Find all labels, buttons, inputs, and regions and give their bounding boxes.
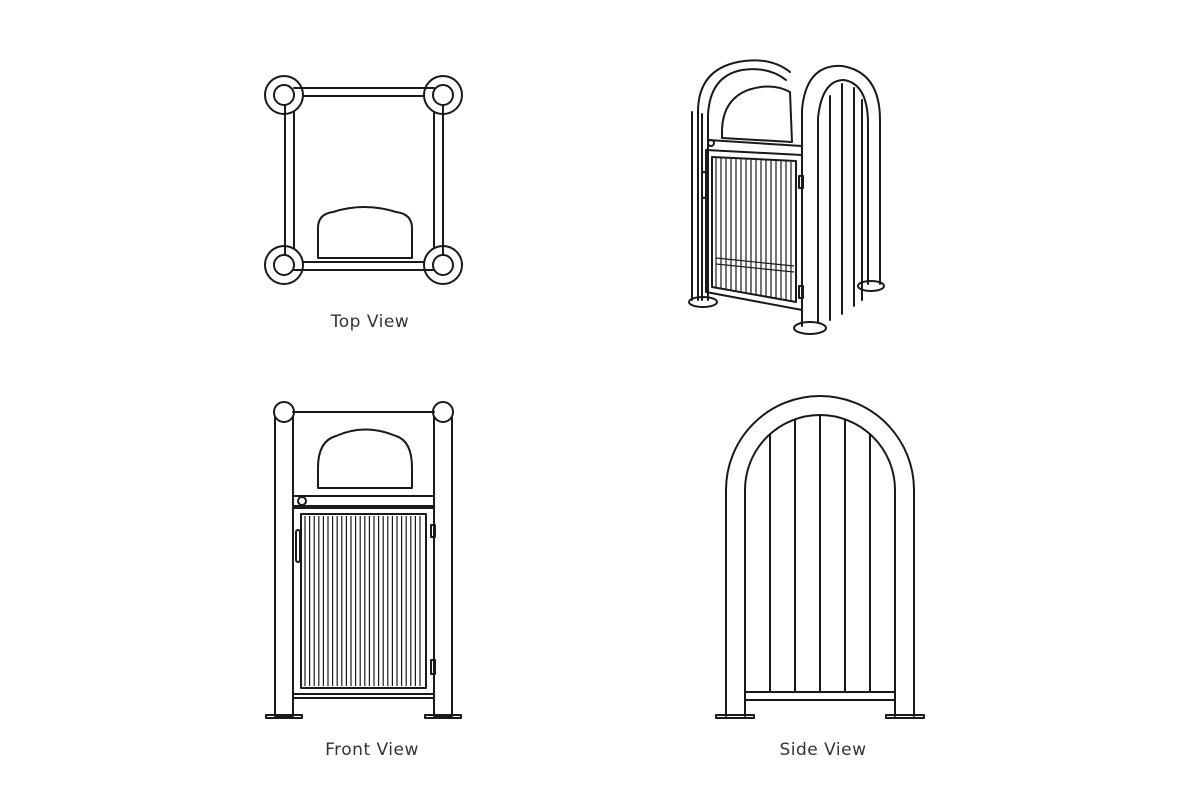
- front-view-door: [292, 507, 435, 695]
- iso-side-bars: [829, 83, 863, 321]
- side-view-foot: [715, 714, 755, 719]
- front-view-door-handle: [295, 529, 301, 563]
- lock-icon: [707, 139, 715, 147]
- front-view-label: Front View: [325, 740, 419, 760]
- top-view-frame: [284, 87, 444, 271]
- front-view-left-post: [274, 411, 294, 717]
- top-view-post: [264, 245, 304, 285]
- side-view-outer-arch: [725, 395, 915, 717]
- iso-foot: [793, 321, 827, 335]
- iso-foot: [857, 280, 885, 292]
- top-view-label: Top View: [330, 312, 410, 332]
- side-view-foot: [885, 714, 925, 719]
- front-view-foot: [265, 714, 303, 719]
- front-view-hinge: [430, 524, 436, 538]
- front-view-hinge: [430, 659, 436, 675]
- front-view-drawing: [265, 401, 462, 719]
- front-view-foot: [424, 714, 462, 719]
- iso-door-slats: [715, 158, 792, 302]
- front-view-post-cap: [432, 401, 454, 423]
- top-view-inner-frame: [293, 95, 435, 263]
- top-view-drawing: [264, 75, 463, 285]
- side-view-drawing: [715, 395, 925, 719]
- iso-door: [705, 149, 803, 311]
- front-view-opening: [317, 428, 413, 489]
- isometric-view-drawing: [688, 59, 885, 335]
- front-view-post-cap: [273, 401, 295, 423]
- side-view-label: Side View: [779, 740, 867, 760]
- top-view-opening: [317, 206, 413, 259]
- lock-icon: [297, 496, 307, 506]
- front-view-door-slats: [304, 516, 421, 686]
- iso-front-arch: [801, 64, 881, 327]
- iso-hinge: [798, 285, 804, 299]
- side-view-bars: [769, 414, 871, 693]
- front-view-right-post: [433, 411, 453, 717]
- iso-back-arch: [697, 59, 791, 301]
- iso-opening: [721, 85, 793, 143]
- front-view-lock-band: [292, 495, 435, 507]
- iso-hinge: [798, 175, 804, 189]
